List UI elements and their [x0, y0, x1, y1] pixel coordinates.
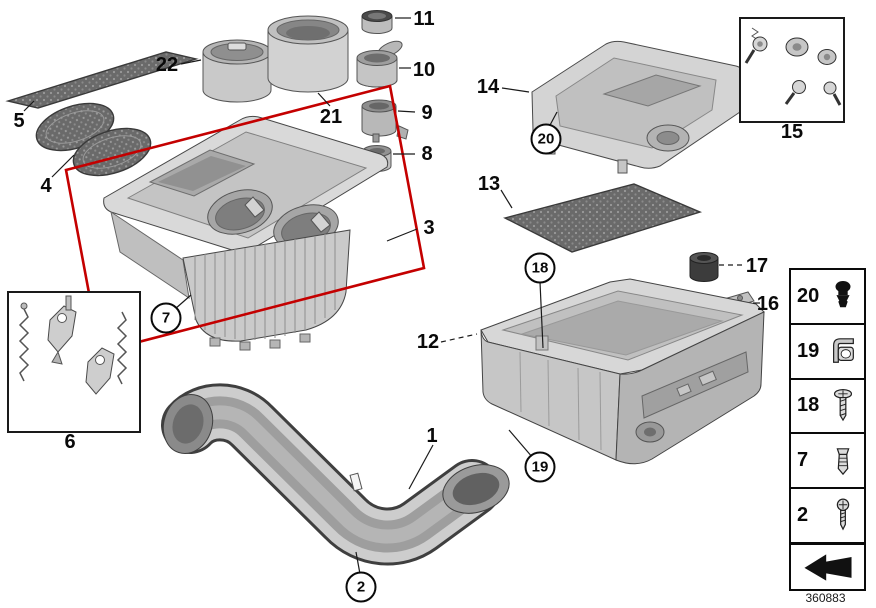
callout-8[interactable]: 8	[421, 143, 433, 165]
pan-head-screw-icon	[836, 498, 850, 531]
part-13-tray-mat	[503, 183, 703, 253]
callout-13[interactable]: 13	[477, 173, 501, 195]
legend-row-18[interactable]: 18	[791, 379, 864, 435]
part-14-upper-tray	[531, 40, 744, 174]
callout-14[interactable]: 14	[476, 76, 500, 98]
part-5-floor-mat	[5, 51, 199, 109]
callout-6[interactable]: 6	[64, 431, 76, 453]
legend-number-7: 7	[797, 449, 809, 472]
part-10-ashtray-insert	[356, 40, 403, 88]
page-turn-button[interactable]	[789, 543, 866, 591]
part-21-cup-holder	[267, 15, 349, 93]
callout-11[interactable]: 11	[413, 8, 435, 30]
callout-17[interactable]: 17	[745, 255, 769, 277]
part-3-storage-tray	[103, 115, 389, 351]
part-11-cover-cap	[361, 10, 393, 34]
figure-number: 360883	[805, 591, 846, 605]
part-22-cup-insert	[202, 39, 272, 103]
callout-7[interactable]: 7	[150, 302, 182, 334]
part-12-storage-box	[480, 278, 765, 465]
callout-22[interactable]: 22	[155, 54, 179, 76]
legend-row-19[interactable]: 19	[791, 324, 864, 380]
part-15-fastener-set-box	[739, 17, 845, 123]
callout-4[interactable]: 4	[40, 175, 52, 197]
part-6-latch-set-box	[7, 291, 141, 433]
callout-15[interactable]: 15	[780, 121, 804, 143]
grommet-plug-icon	[835, 281, 851, 308]
callout-20[interactable]: 20	[530, 123, 562, 155]
legend-row-7[interactable]: 7	[791, 434, 864, 490]
self-tapping-screw-icon	[833, 388, 853, 422]
bent-arrow-icon	[803, 554, 852, 581]
callout-16[interactable]: 16	[756, 293, 780, 315]
sheet-metal-nut-icon	[833, 338, 854, 364]
callout-21[interactable]: 21	[319, 106, 343, 128]
part-1-console-carrier	[161, 383, 510, 566]
legend-number-2: 2	[797, 504, 809, 527]
part-4-round-mats	[35, 102, 152, 177]
leader-lines	[23, 17, 760, 575]
callout-3[interactable]: 3	[423, 217, 435, 239]
callout-18[interactable]: 18	[524, 252, 556, 284]
callout-12[interactable]: 12	[416, 331, 440, 353]
legend-row-2[interactable]: 2	[791, 489, 864, 542]
legend-number-20: 20	[797, 284, 820, 307]
legend-number-18: 18	[797, 394, 820, 417]
part-17-plug	[689, 252, 719, 282]
callout-2[interactable]: 2	[345, 571, 377, 603]
callout-9[interactable]: 9	[421, 102, 433, 124]
legend-row-20[interactable]: 20	[791, 270, 864, 325]
expansion-clip-icon	[836, 447, 850, 475]
fastener-legend: 20 19 18 7	[789, 268, 866, 544]
callout-10[interactable]: 10	[412, 59, 436, 81]
callout-1[interactable]: 1	[426, 425, 438, 447]
callout-19[interactable]: 19	[524, 451, 556, 483]
legend-number-19: 19	[797, 339, 820, 362]
part-9-lighter-socket	[361, 99, 409, 143]
callout-5[interactable]: 5	[13, 110, 25, 132]
